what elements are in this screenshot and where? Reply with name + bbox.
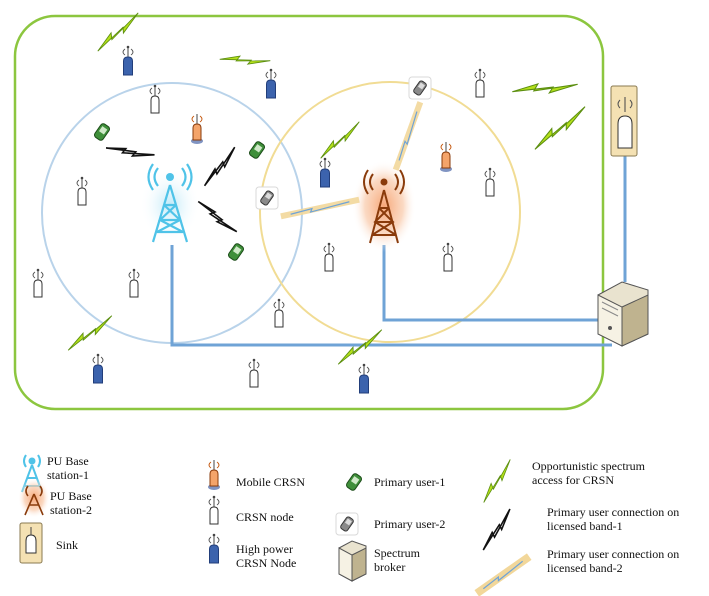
legend-icon-pu-connection-band-2 — [474, 553, 532, 596]
legend-icon-sink — [19, 522, 43, 564]
high-power-node-icon — [319, 157, 331, 188]
legend-icon-primary-user-1 — [344, 472, 364, 492]
opportunistic-link-group — [61, 12, 594, 365]
pu-link-band2-group — [280, 101, 424, 220]
legend-icon-pu-base-station-2 — [18, 478, 50, 518]
server-icon — [597, 281, 649, 347]
opportunistic-link — [61, 315, 119, 351]
coverage-area-2 — [259, 81, 521, 343]
pu-link-band2 — [392, 101, 424, 171]
legend-icon-primary-user-2 — [335, 512, 359, 536]
pu-base-station-1 — [140, 163, 200, 243]
opportunistic-link — [89, 12, 147, 52]
high-power-node-icon — [265, 68, 277, 99]
legend-icon-pu-connection-band-1 — [473, 508, 520, 551]
sink-icon — [610, 85, 638, 157]
sensor-node-icon — [442, 242, 454, 272]
mobile-node-icon — [190, 113, 204, 145]
phone-icon — [226, 242, 246, 262]
legend-icon-mobile-crsn — [207, 459, 221, 491]
legend-label-mobile-crsn: Mobile CRSN — [236, 475, 306, 489]
legend-label-pu-connection-band-1: Primary user connection on licensed band… — [547, 505, 680, 533]
high-power-node-icon — [122, 45, 134, 76]
phone-icon — [92, 122, 112, 142]
opportunistic-link — [313, 121, 367, 159]
pu-link-band1 — [195, 146, 244, 187]
sensor-node-icon — [273, 298, 285, 328]
high-power-node-icon — [358, 363, 370, 394]
sensor-node-icon — [32, 268, 44, 298]
wired-link-bs1-broker — [170, 245, 612, 347]
mobile-node-icon — [439, 141, 453, 173]
legend-icon-spectrum-broker — [338, 540, 367, 582]
opportunistic-link — [219, 43, 271, 77]
legend-label-primary-user-1: Primary user-1 — [374, 475, 446, 489]
sensor-node-icon — [474, 68, 486, 98]
opportunistic-link — [331, 329, 389, 365]
high-power-node-icon — [92, 353, 104, 384]
legend-label-spectrum-broker: Spectrum broker — [374, 546, 420, 574]
sensor-node-icon — [248, 358, 260, 388]
legend-label-high-power-node: High power CRSN Node — [236, 542, 297, 570]
opportunistic-link — [511, 70, 579, 106]
legend-label-pu-connection-band-2: Primary user connection on licensed band… — [547, 547, 680, 575]
phone-icon — [408, 76, 432, 100]
legend-label-opportunistic-access: Opportunistic spectrum access for CRSN — [532, 459, 645, 487]
phone-icon — [247, 140, 267, 160]
crsn-node-group — [32, 68, 496, 388]
legend-icon-crsn-node — [208, 495, 220, 525]
sensor-node-icon — [484, 167, 496, 197]
legend-label-sink: Sink — [56, 538, 79, 552]
legend-label-pu-base-station-2: PU Base station-2 — [50, 489, 92, 517]
legend-icon-opportunistic-access — [473, 459, 521, 503]
wired-link-bs2-broker — [382, 245, 612, 322]
sensor-node-icon — [149, 84, 161, 114]
pu-link-band1 — [105, 134, 156, 169]
pu-link-band2 — [280, 196, 360, 220]
pu-base-station-2 — [352, 160, 416, 252]
pu-link-band1 — [197, 192, 238, 241]
phone-icon — [255, 186, 279, 210]
opportunistic-link — [526, 106, 594, 150]
sensor-node-icon — [76, 176, 88, 206]
network-boundary — [13, 14, 605, 411]
legend-label-pu-base-station-1: PU Base station-1 — [47, 454, 89, 482]
legend-label-primary-user-2: Primary user-2 — [374, 517, 446, 531]
sensor-node-icon — [323, 242, 335, 272]
sensor-node-icon — [128, 268, 140, 298]
legend-label-crsn-node: CRSN node — [236, 510, 294, 524]
legend-icon-high-power-node — [208, 533, 220, 564]
